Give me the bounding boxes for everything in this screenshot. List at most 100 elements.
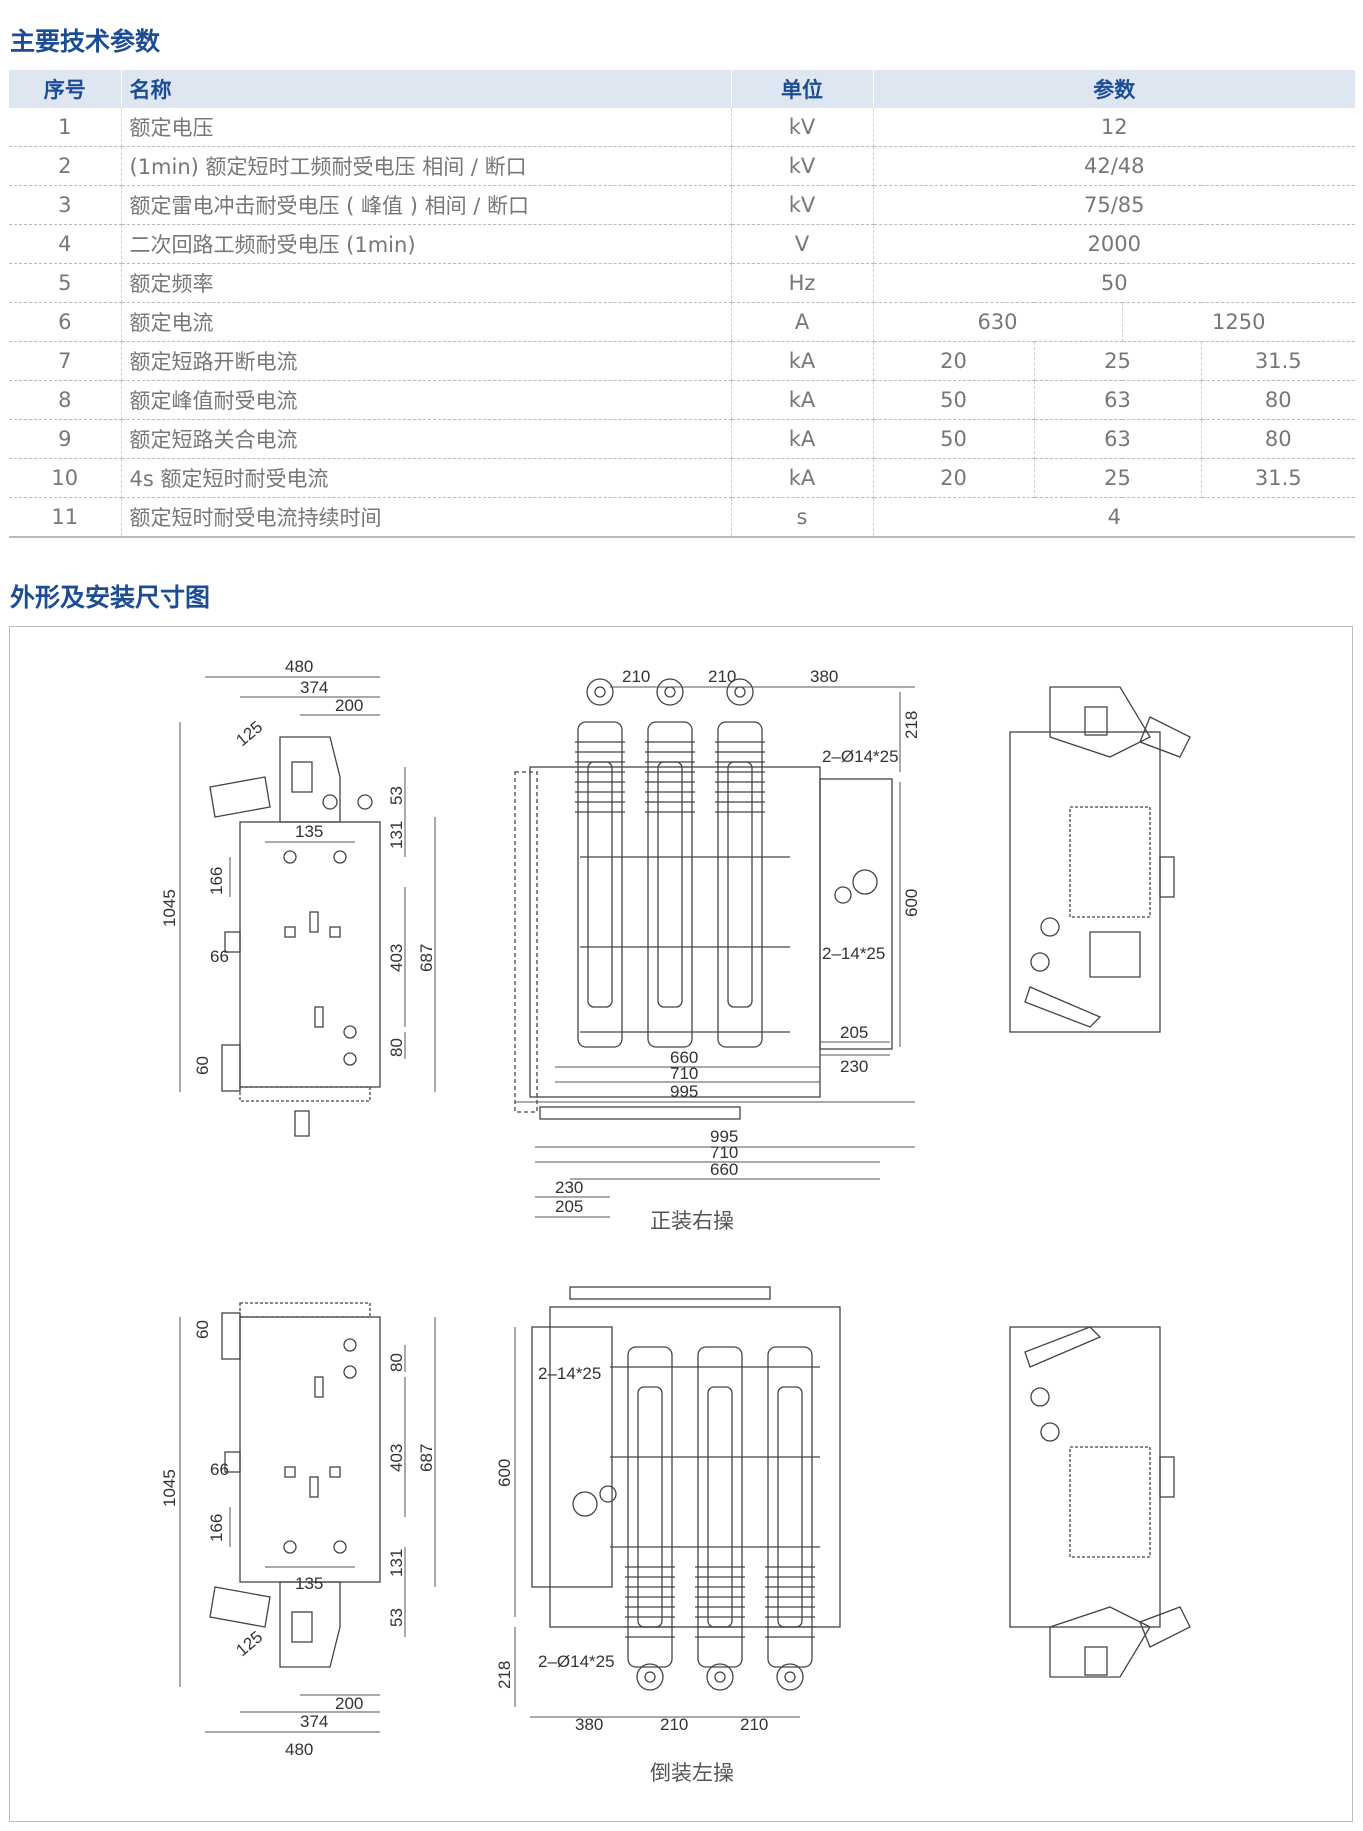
dim-687-bottom: 687 xyxy=(417,1444,436,1472)
table-cell: 25 xyxy=(1034,458,1202,498)
dim-374-top: 374 xyxy=(300,678,328,697)
dim-600-bottom: 600 xyxy=(495,1459,514,1487)
section-title-drawing: 外形及安装尺寸图 xyxy=(10,583,211,612)
table-cell: 额定短路开断电流 xyxy=(121,341,732,381)
dim-135-bottom: 135 xyxy=(295,1574,323,1593)
table-cell: 63 xyxy=(1034,380,1202,420)
dim-135-top: 135 xyxy=(295,822,323,841)
table-cell: kV xyxy=(731,146,874,186)
table-cell: 20 xyxy=(873,458,1035,498)
table-cell: 63 xyxy=(1034,419,1202,459)
table-cell: 12 xyxy=(873,108,1355,147)
table-cell: 2000 xyxy=(873,224,1355,264)
table-cell: 10 xyxy=(9,458,122,498)
dim-60-bottom: 60 xyxy=(193,1320,212,1339)
table-cell: kA xyxy=(731,380,874,420)
dim-60-top: 60 xyxy=(193,1056,212,1075)
dim-66-bottom: 66 xyxy=(210,1460,229,1479)
table-cell: 80 xyxy=(1201,419,1355,459)
table-cell: V xyxy=(731,224,874,264)
table-cell: 8 xyxy=(9,380,122,420)
dim-210a-top: 210 xyxy=(622,667,650,686)
dim-1045-top: 1045 xyxy=(160,889,179,927)
right-view-bottom xyxy=(1009,1326,1191,1678)
table-cell: 5 xyxy=(9,263,122,303)
dim-995-bottom: 995 xyxy=(710,1127,738,1146)
dim-53-bottom: 53 xyxy=(387,1608,406,1627)
table-cell: A xyxy=(731,302,874,342)
dim-205-top: 205 xyxy=(840,1023,868,1042)
table-cell: kV xyxy=(731,108,874,147)
table-cell: 二次回路工频耐受电压 (1min) xyxy=(121,224,732,264)
drawing-frame: 480 374 200 125 1045 53 131 135 166 403 … xyxy=(9,626,1353,1822)
dim-210b-top: 210 xyxy=(708,667,736,686)
dim-66-top: 66 xyxy=(210,947,229,966)
dim-80-bottom: 80 xyxy=(387,1353,406,1372)
caption-top: 正装右操 xyxy=(650,1209,734,1233)
table-cell: 50 xyxy=(873,419,1035,459)
dim-200-bottom: 200 xyxy=(335,1694,363,1713)
table-cell: 额定短时耐受电流持续时间 xyxy=(121,497,732,538)
header-no: 序号 xyxy=(9,70,122,108)
table-cell: 额定峰值耐受电流 xyxy=(121,380,732,420)
dim-230-bottom: 230 xyxy=(555,1178,583,1197)
table-cell: 42/48 xyxy=(873,146,1355,186)
section-title-params: 主要技术参数 xyxy=(10,27,161,56)
table-cell: 额定雷电冲击耐受电压 ( 峰值 ) 相间 / 断口 xyxy=(121,185,732,225)
table-cell: 额定电流 xyxy=(121,302,732,342)
table-cell: 4 xyxy=(873,497,1355,538)
dim-53-top: 53 xyxy=(387,786,406,805)
table-cell: kA xyxy=(731,458,874,498)
dim-1045-bottom: 1045 xyxy=(160,1469,179,1507)
dim-125-top: 125 xyxy=(232,717,266,750)
table-cell: 50 xyxy=(873,263,1355,303)
table-cell: kA xyxy=(731,419,874,459)
table-cell: 75/85 xyxy=(873,185,1355,225)
table-cell: s xyxy=(731,497,874,538)
dim-210b-bottom: 210 xyxy=(740,1715,768,1734)
dim-660-top: 660 xyxy=(670,1048,698,1067)
table-cell: 7 xyxy=(9,341,122,381)
table-header-row: 序号 名称 单位 参数 xyxy=(9,70,1355,108)
dim-218-top: 218 xyxy=(902,711,921,739)
dim-166-bottom: 166 xyxy=(207,1514,226,1542)
table-cell: 11 xyxy=(9,497,122,538)
side-view-top xyxy=(209,736,381,1137)
dim-374-bottom: 374 xyxy=(300,1712,328,1731)
dim-403-top: 403 xyxy=(387,944,406,972)
dim-600-top: 600 xyxy=(902,889,921,917)
header-unit: 单位 xyxy=(731,70,874,108)
dim-380-top: 380 xyxy=(810,667,838,686)
right-view-top xyxy=(1009,686,1191,1033)
dim-380-bottom: 380 xyxy=(575,1715,603,1734)
caption-bottom: 倒装左操 xyxy=(650,1761,734,1785)
table-cell: 1 xyxy=(9,108,122,147)
front-view-bottom xyxy=(531,1286,841,1691)
dim-660-bottom: 660 xyxy=(710,1160,738,1179)
dim-hole2-top: 2–14*25 xyxy=(822,944,885,963)
header-name: 名称 xyxy=(121,70,732,108)
header-param: 参数 xyxy=(873,70,1355,108)
dim-687-top: 687 xyxy=(417,944,436,972)
dim-125-bottom: 125 xyxy=(232,1627,266,1660)
dim-218-bottom: 218 xyxy=(495,1661,514,1689)
table-cell: 4 xyxy=(9,224,122,264)
dim-210a-bottom: 210 xyxy=(660,1715,688,1734)
table-cell: 20 xyxy=(873,341,1035,381)
dim-710-bottom: 710 xyxy=(710,1143,738,1162)
dim-131-bottom: 131 xyxy=(387,1549,406,1577)
table-cell: 80 xyxy=(1201,380,1355,420)
dim-166-top: 166 xyxy=(207,867,226,895)
table-cell: 1250 xyxy=(1122,302,1355,342)
table-cell: 额定短路关合电流 xyxy=(121,419,732,459)
table-cell: 4s 额定短时耐受电流 xyxy=(121,458,732,498)
